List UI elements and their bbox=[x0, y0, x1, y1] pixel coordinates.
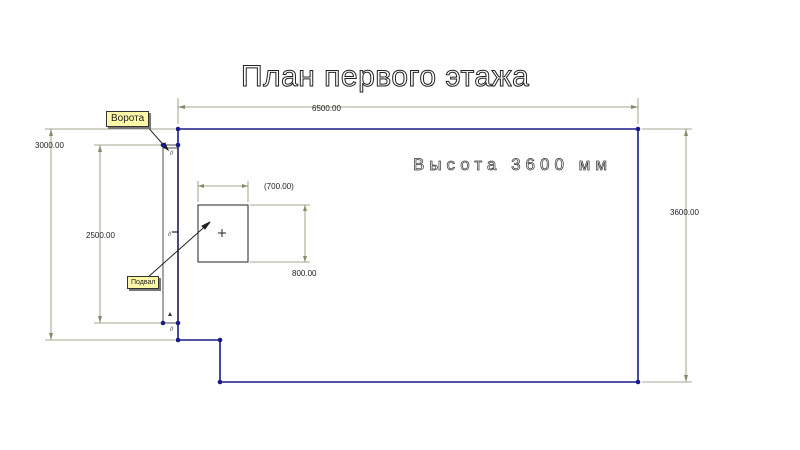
svg-text://: // bbox=[170, 151, 174, 157]
dim-right-height: 3600.00 bbox=[670, 208, 699, 217]
dim-window-width: (700.00) bbox=[264, 182, 294, 191]
dim-opening-height: 2500.00 bbox=[86, 231, 115, 240]
dimension-arrows bbox=[49, 105, 688, 382]
height-annotation: Высота 3600 мм bbox=[413, 155, 613, 175]
basement-callout: Подвал bbox=[127, 276, 160, 289]
basement-hatch bbox=[197, 204, 249, 263]
svg-text://: // bbox=[170, 327, 174, 333]
outline-vertices bbox=[160, 126, 641, 385]
dim-left-height: 3000.00 bbox=[35, 141, 64, 150]
dim-top-width: 6500.00 bbox=[312, 104, 341, 113]
dimension-lines bbox=[45, 98, 692, 383]
gate-opening: // // // bbox=[162, 144, 179, 333]
gate-callout: Ворота bbox=[106, 111, 150, 127]
floor-outline bbox=[177, 128, 639, 383]
dim-window-height: 800.00 bbox=[292, 269, 317, 278]
svg-text://: // bbox=[168, 232, 172, 238]
page-title: План первого этажа bbox=[240, 60, 530, 94]
